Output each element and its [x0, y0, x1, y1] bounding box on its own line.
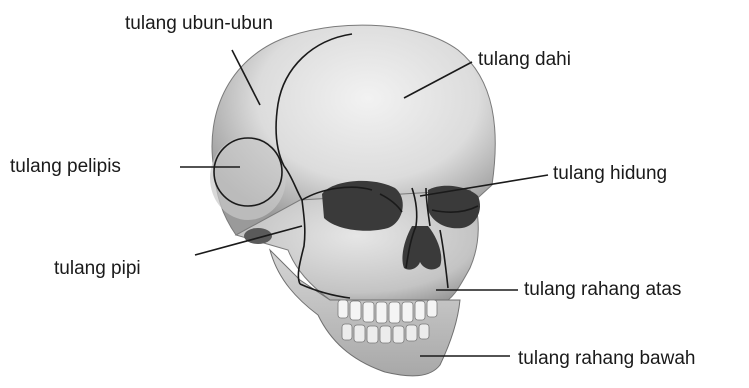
label-tulang-pipi: tulang pipi — [54, 259, 141, 278]
label-tulang-pelipis: tulang pelipis — [10, 157, 121, 176]
lower-teeth — [342, 324, 429, 343]
label-tulang-ubun-ubun: tulang ubun-ubun — [125, 14, 273, 33]
label-tulang-dahi: tulang dahi — [478, 50, 571, 69]
label-tulang-hidung: tulang hidung — [553, 164, 667, 183]
temporal-region-shape — [210, 136, 286, 220]
label-tulang-rahang-bawah: tulang rahang bawah — [518, 349, 695, 368]
label-tulang-rahang-atas: tulang rahang atas — [524, 280, 681, 299]
